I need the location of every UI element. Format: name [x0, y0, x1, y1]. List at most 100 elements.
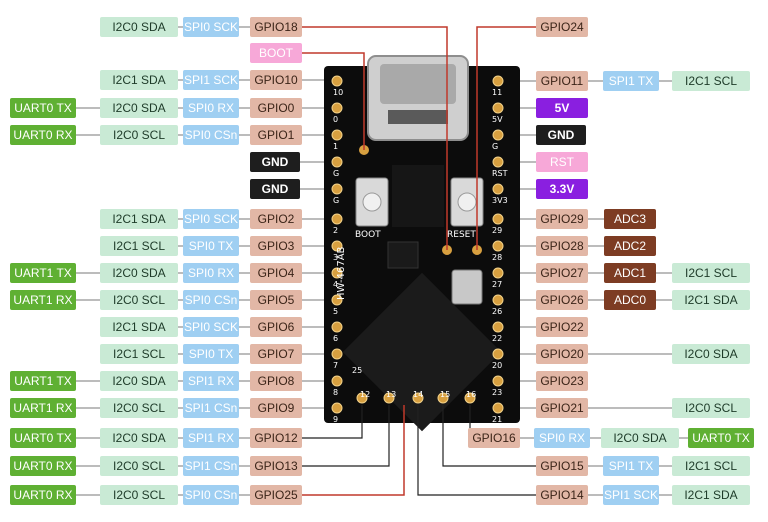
pin-label-gpio: GPIO5: [250, 290, 302, 310]
pin-label-spi: SPI1 TX: [603, 456, 659, 476]
pin-number: 1: [333, 142, 339, 151]
pin-label-i2c: I2C1 SCL: [672, 263, 750, 283]
pin-number: 10: [333, 88, 344, 97]
pin-number: 15: [440, 390, 451, 399]
pin-pad: [331, 75, 343, 87]
pin-label-spi: SPI1 TX: [603, 71, 659, 91]
wire-gpio24: [476, 26, 536, 250]
pin-number: 22: [492, 334, 503, 343]
pin-label-uart: UART0 RX: [10, 456, 76, 476]
pin-number: 25: [352, 366, 363, 375]
pin-label-i2c: I2C1 SDA: [672, 290, 750, 310]
pin-label-gpio: GPIO12: [250, 428, 302, 448]
pin-label-gpio: GPIO24: [536, 17, 588, 37]
pin-label-adc: ADC2: [604, 236, 656, 256]
pin-label-spi: SPI0 CSn: [183, 125, 239, 145]
pin-label-i2c: I2C0 SDA: [100, 371, 178, 391]
pin-label-spi: SPI1 SCK: [603, 485, 659, 505]
boot-label: BOOT: [355, 230, 381, 240]
pin-label-pink: RST: [536, 152, 588, 172]
pin-pad: [492, 183, 504, 195]
pin-label-i2c: I2C0 SCL: [100, 456, 178, 476]
pin-label-spi: SPI0 TX: [183, 344, 239, 364]
wire-gpio18: [295, 26, 448, 250]
pin-label-pwr: 3.3V: [536, 179, 588, 199]
wire-gpio25: [295, 405, 405, 496]
pin-number: G: [492, 142, 499, 151]
pin-label-spi: SPI0 CSn: [183, 485, 239, 505]
pin-label-i2c: I2C0 SCL: [672, 398, 750, 418]
pin-pad: [492, 213, 504, 225]
pin-number: G: [333, 196, 340, 205]
pin-pad: [492, 102, 504, 114]
pin-pad: [331, 156, 343, 168]
pin-number: 28: [492, 253, 503, 262]
pin-number: 8: [333, 388, 339, 397]
pin-label-gpio: GPIO25: [250, 485, 302, 505]
pin-label-uart: UART0 TX: [10, 98, 76, 118]
pin-label-adc: ADC1: [604, 263, 656, 283]
pin-label-gpio: GPIO26: [536, 290, 588, 310]
pin-label-pwr: 5V: [536, 98, 588, 118]
pin-label-gpio: GPIO2: [250, 209, 302, 229]
pin-label-spi: SPI1 CSn: [183, 456, 239, 476]
wire-gpio13: [295, 405, 390, 467]
pin-pad: [383, 392, 395, 404]
pin-pad: [492, 294, 504, 306]
pin-label-gpio: GPIO15: [536, 456, 588, 476]
pin-label-gpio: GPIO14: [536, 485, 588, 505]
pin-label-i2c: I2C0 SDA: [601, 428, 679, 448]
pin-label-i2c: I2C0 SDA: [100, 263, 178, 283]
pin-number: G: [333, 169, 340, 178]
pin-pad: [492, 240, 504, 252]
pin-number: 29: [492, 226, 503, 235]
pin-label-spi: SPI1 SCK: [183, 70, 239, 90]
pin-number: RST: [492, 169, 508, 178]
pin-label-i2c: I2C1 SCL: [100, 344, 178, 364]
pin-label-pink: BOOT: [250, 43, 302, 63]
pin-pad: [492, 348, 504, 360]
pin-label-i2c: I2C1 SDA: [672, 485, 750, 505]
pin-label-gpio: GPIO18: [250, 17, 302, 37]
pin-label-spi: SPI0 SCK: [183, 209, 239, 229]
pin-label-i2c: I2C1 SCL: [672, 71, 750, 91]
pin-label-uart: UART0 RX: [10, 485, 76, 505]
pin-pad: [492, 267, 504, 279]
pin-pad: [492, 129, 504, 141]
pin-label-gnd: GND: [536, 125, 586, 145]
pin-label-gpio: GPIO6: [250, 317, 302, 337]
pin-label-uart: UART0 TX: [688, 428, 754, 448]
pin-number: 3: [333, 253, 339, 262]
board: [324, 55, 520, 432]
pin-label-gpio: GPIO23: [536, 371, 588, 391]
crystal: [451, 269, 483, 305]
pin-label-uart: UART1 RX: [10, 290, 76, 310]
pin-label-gpio: GPIO3: [250, 236, 302, 256]
pin-label-uart: UART1 TX: [10, 263, 76, 283]
pin-label-gnd: GND: [250, 152, 300, 172]
flash-chip: [387, 241, 419, 269]
pin-label-i2c: I2C1 SDA: [100, 209, 178, 229]
pin-pad: [331, 402, 343, 414]
pin-number: 9: [333, 415, 339, 424]
pin-pad: [331, 129, 343, 141]
pin-label-spi: SPI0 RX: [183, 263, 239, 283]
pin-pad: [412, 392, 424, 404]
pin-number: 3V3: [492, 196, 508, 205]
pin-label-adc: ADC0: [604, 290, 656, 310]
pin-label-adc: ADC3: [604, 209, 656, 229]
pin-label-i2c: I2C0 SCL: [100, 290, 178, 310]
pin-label-uart: UART1 RX: [10, 398, 76, 418]
pin-pad: [331, 375, 343, 387]
pin-pads: [331, 75, 504, 414]
pin-pad: [331, 348, 343, 360]
wire-gpio14: [417, 405, 536, 496]
regulator-chip: [392, 165, 444, 227]
pin-number: 23: [492, 388, 503, 397]
pin-pad: [492, 402, 504, 414]
pin-label-gpio: GPIO29: [536, 209, 588, 229]
pin-label-i2c: I2C1 SDA: [100, 70, 178, 90]
pin-label-uart: UART0 TX: [10, 428, 76, 448]
pin-pad: [331, 240, 343, 252]
